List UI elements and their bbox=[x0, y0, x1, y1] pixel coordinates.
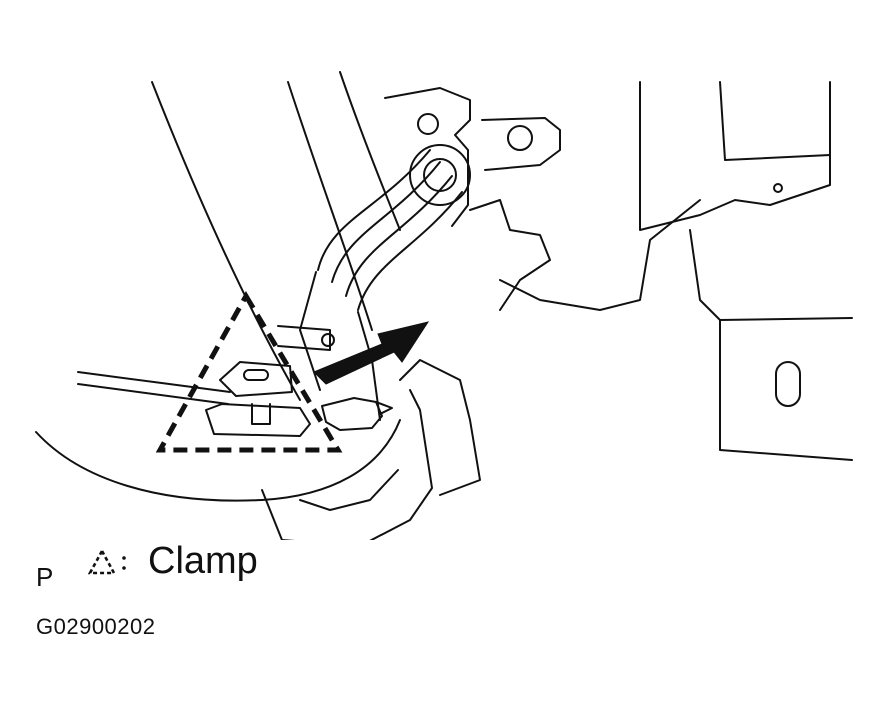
lower-housing-curve bbox=[35, 419, 401, 502]
removal-direction-arrow bbox=[313, 321, 430, 385]
lever-line-3 bbox=[345, 175, 453, 297]
panel-edge-mid bbox=[287, 81, 373, 331]
clamp-plate bbox=[219, 361, 293, 397]
bracket-inner bbox=[299, 469, 399, 511]
right-lower-edge bbox=[719, 317, 853, 321]
bracket-arm bbox=[499, 199, 701, 311]
clip-pin bbox=[277, 325, 331, 351]
figure-code: G02900202 bbox=[36, 614, 156, 639]
clamp-triangle-icon bbox=[87, 548, 126, 575]
right-plate-outer bbox=[639, 81, 831, 231]
lever-line-5 bbox=[299, 271, 321, 391]
connector-plug bbox=[321, 397, 383, 431]
view-letter: P bbox=[36, 562, 54, 592]
clamp-body bbox=[205, 403, 311, 437]
legend-label: Clamp bbox=[148, 540, 258, 582]
pivot-outer bbox=[409, 144, 471, 206]
lever-line-1 bbox=[317, 149, 431, 271]
lower-mid-bracket bbox=[399, 359, 481, 496]
lever-line-2 bbox=[331, 161, 441, 283]
clamp-tab bbox=[251, 403, 271, 425]
right-slot bbox=[775, 361, 801, 407]
lever-line-4 bbox=[357, 191, 463, 311]
bracket-mid bbox=[469, 199, 551, 311]
panel-edge-inner bbox=[339, 71, 401, 231]
connector-tip bbox=[375, 401, 393, 415]
right-plate-window bbox=[719, 81, 831, 161]
clamp-removal-illustration bbox=[35, 71, 853, 540]
right-lower-plate bbox=[689, 229, 853, 461]
bracket-outline bbox=[261, 389, 433, 540]
clip-pin-end bbox=[321, 333, 335, 347]
harness-line-lower bbox=[77, 383, 229, 405]
harness-line-upper bbox=[77, 371, 231, 393]
clamp-indicator-triangle bbox=[155, 291, 343, 453]
clamp-slot bbox=[243, 369, 269, 381]
right-plate-hole bbox=[773, 183, 783, 193]
pivot-inner bbox=[423, 158, 457, 192]
panel-edge-left bbox=[151, 81, 301, 401]
pivot-top bbox=[417, 113, 439, 135]
upper-boss bbox=[481, 117, 561, 171]
pivot-housing bbox=[384, 87, 471, 227]
upper-bolt bbox=[507, 125, 533, 151]
